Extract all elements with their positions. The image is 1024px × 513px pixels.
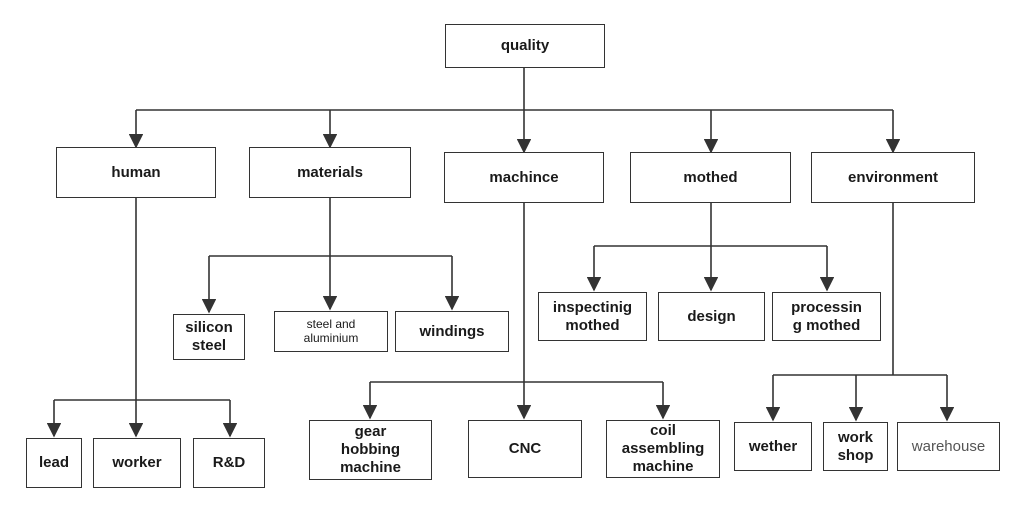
node-lead: lead bbox=[26, 438, 82, 488]
node-workshop: work shop bbox=[823, 422, 888, 471]
node-environment: environment bbox=[811, 152, 975, 203]
node-cnc: CNC bbox=[468, 420, 582, 478]
node-machince-label: machince bbox=[489, 168, 559, 186]
node-silicon-steel: silicon steel bbox=[173, 314, 245, 360]
node-workshop-line2: shop bbox=[837, 446, 874, 464]
node-machince: machince bbox=[444, 152, 604, 203]
node-environment-label: environment bbox=[847, 168, 938, 186]
node-worker-label: worker bbox=[112, 454, 162, 471]
node-gear-hobbing: gear hobbing machine bbox=[309, 420, 432, 480]
node-design-label: design bbox=[687, 307, 736, 325]
node-rd-label: R&D bbox=[212, 454, 246, 471]
node-materials-label: materials bbox=[297, 163, 363, 181]
node-mothed-label: mothed bbox=[683, 168, 738, 186]
node-processing-line1: processin bbox=[791, 298, 862, 316]
node-wether-label: wether bbox=[748, 437, 798, 455]
node-warehouse-label: warehouse bbox=[911, 437, 986, 455]
node-cnc-label: CNC bbox=[508, 440, 542, 457]
node-processing-line2: g mothed bbox=[792, 316, 861, 334]
node-design: design bbox=[658, 292, 765, 341]
node-coil-assembling-line1: coil bbox=[650, 422, 676, 439]
node-silicon-steel-line1: silicon bbox=[185, 319, 233, 336]
node-coil-assembling-line2: assembling bbox=[621, 440, 705, 457]
node-gear-hobbing-line2: hobbing bbox=[340, 441, 401, 458]
node-rd: R&D bbox=[193, 438, 265, 488]
node-processing-mothed: processin g mothed bbox=[772, 292, 881, 341]
node-lead-label: lead bbox=[38, 454, 69, 471]
node-coil-assembling: coil assembling machine bbox=[606, 420, 720, 478]
node-steel-aluminium-line1: steel and bbox=[306, 316, 356, 331]
node-windings-label: windings bbox=[419, 322, 485, 340]
node-mothed: mothed bbox=[630, 152, 791, 203]
node-human-label: human bbox=[111, 163, 161, 181]
node-workshop-line1: work bbox=[837, 428, 873, 446]
node-inspecting-line2: mothed bbox=[565, 316, 620, 334]
node-quality: quality bbox=[445, 24, 605, 68]
node-coil-assembling-line3: machine bbox=[632, 458, 694, 475]
node-gear-hobbing-line3: machine bbox=[340, 459, 401, 476]
node-steel-aluminium-line2: aluminium bbox=[303, 330, 359, 345]
node-gear-hobbing-line1: gear bbox=[354, 423, 387, 440]
node-warehouse: warehouse bbox=[897, 422, 1000, 471]
node-quality-label: quality bbox=[500, 37, 550, 54]
node-worker: worker bbox=[93, 438, 181, 488]
node-inspecting-mothed: inspectinig mothed bbox=[538, 292, 647, 341]
node-steel-aluminium: steel and aluminium bbox=[274, 311, 388, 352]
node-materials: materials bbox=[249, 147, 411, 198]
node-silicon-steel-line2: steel bbox=[191, 337, 227, 354]
node-human: human bbox=[56, 147, 216, 198]
node-wether: wether bbox=[734, 422, 812, 471]
node-inspecting-line1: inspectinig bbox=[552, 298, 633, 316]
node-windings: windings bbox=[395, 311, 509, 352]
